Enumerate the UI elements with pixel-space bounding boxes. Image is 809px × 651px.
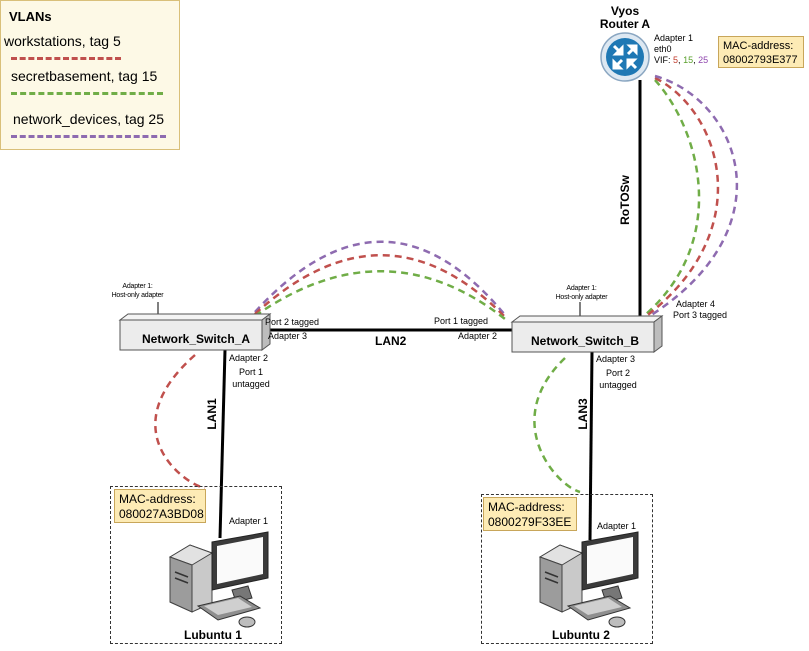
router-adapter-label: Adapter 1 eth0 VIF: 5, 15, 25 [654, 33, 708, 66]
lan1-label: LAN1 [205, 398, 219, 430]
legend-swatch-workstations [11, 57, 121, 60]
vlan15-switch-arc [254, 270, 506, 320]
switch-a-port1-label: Port 1 untagged [225, 366, 277, 390]
rotosw-label: RoTOSw [618, 175, 632, 225]
router-vif-15: 15 [683, 55, 694, 65]
switch-b-port1-label: Port 1 tagged [434, 316, 489, 326]
switch-b-adapter2-label: Adapter 2 [458, 331, 498, 341]
host2-mac-box: MAC-address: 0800279F33EE [483, 497, 577, 531]
router-name-line1: Vyos [610, 4, 640, 18]
host2-adapter-label: Adapter 1 [597, 521, 637, 531]
vlan25-switch-arc [254, 240, 506, 316]
host1-mac-value: 080027A3BD08 [119, 507, 204, 521]
host1-name: Lubuntu 1 [184, 628, 242, 642]
legend-item-workstations: workstations, tag 5 [4, 33, 121, 49]
switch-b-port3-label: Port 3 tagged [673, 310, 728, 320]
host2-mac-value: 0800279F33EE [488, 515, 572, 529]
router-iface: eth0 [654, 44, 672, 54]
legend-title: VLANs [9, 9, 52, 24]
router-vif-25: 25 [698, 55, 709, 65]
vlan25-router-arc [644, 74, 739, 321]
vlan15-router-arc [644, 79, 701, 316]
switch-b-adapter1-line1: Adapter 1: [566, 285, 597, 292]
router-vif-sep-2: , [693, 55, 696, 65]
switch-a-port1-line2: untagged [232, 379, 270, 389]
switch-a-adapter1-label: Adapter 1: Host-only adapter [100, 282, 175, 300]
router-vif-label: VIF: [654, 55, 671, 65]
router-vif-5: 5 [673, 55, 679, 65]
switch-a-icon[interactable] [118, 313, 272, 351]
switch-a-name: Network_Switch_A [142, 332, 251, 346]
computer-icon-lubuntu-1[interactable] [168, 531, 269, 628]
switch-b-adapter3-label: Adapter 3 [596, 354, 636, 364]
host1-adapter-label: Adapter 1 [229, 516, 269, 526]
vlan5-router-arc [644, 76, 720, 318]
router-adapter: Adapter 1 [654, 33, 694, 43]
router-vif: VIF: 5, 15, 25 [654, 55, 708, 66]
switch-b-port2-label: Port 2 untagged [592, 367, 644, 391]
switch-a-adapter3-label: Adapter 3 [268, 331, 308, 341]
vlan5-access-arc [154, 354, 206, 490]
legend-item-network-devices: network_devices, tag 25 [13, 111, 164, 127]
lan3-label: LAN3 [576, 398, 590, 430]
vlan-legend: VLANs workstations, tag 5 secretbasement… [0, 0, 180, 150]
switch-b-adapter1-label: Adapter 1: Host-only adapter [544, 284, 619, 302]
host2-mac-label: MAC-address: [488, 500, 565, 514]
switch-b-adapter4-label: Adapter 4 [676, 299, 716, 309]
router-name-line2: Router A [599, 17, 651, 31]
lan3-link [588, 351, 594, 541]
legend-swatch-network-devices [11, 135, 166, 138]
host1-mac-label: MAC-address: [119, 492, 196, 506]
host1-mac-box: MAC-address: 080027A3BD08 [114, 489, 206, 523]
vlan5-switch-arc [254, 254, 506, 318]
host-lubuntu-1-box [110, 486, 282, 644]
switch-b-port2-line1: Port 2 [605, 368, 630, 378]
router-name: Vyos Router A [593, 5, 657, 31]
router-mac-box: MAC-address: 08002793E377 [718, 36, 804, 68]
router-mac-label: MAC-address: [723, 40, 794, 52]
router-icon[interactable] [600, 32, 650, 82]
vlan15-access-arc [533, 357, 581, 494]
legend-item-secretbasement: secretbasement, tag 15 [11, 68, 158, 84]
router-mac-value: 08002793E377 [723, 54, 798, 66]
computer-icon-lubuntu-2[interactable] [538, 531, 639, 628]
switch-b-name: Network_Switch_B [531, 334, 640, 348]
switch-b-icon[interactable] [510, 315, 664, 353]
switch-b-port2-line2: untagged [599, 380, 637, 390]
router-vif-sep-1: , [678, 55, 681, 65]
switch-a-port2-label: Port 2 tagged [265, 317, 320, 327]
switch-a-adapter2-label: Adapter 2 [229, 353, 269, 363]
switch-a-port1-line1: Port 1 [238, 367, 263, 377]
lan1-link [218, 349, 227, 539]
host-lubuntu-2-box [481, 494, 653, 644]
legend-swatch-secretbasement [11, 92, 163, 95]
switch-a-adapter1-line2: Host-only adapter [111, 292, 164, 299]
lan2-label: LAN2 [375, 334, 407, 348]
host2-name: Lubuntu 2 [552, 628, 610, 642]
switch-b-adapter1-line2: Host-only adapter [555, 294, 608, 301]
switch-a-adapter1-line1: Adapter 1: [122, 283, 153, 290]
